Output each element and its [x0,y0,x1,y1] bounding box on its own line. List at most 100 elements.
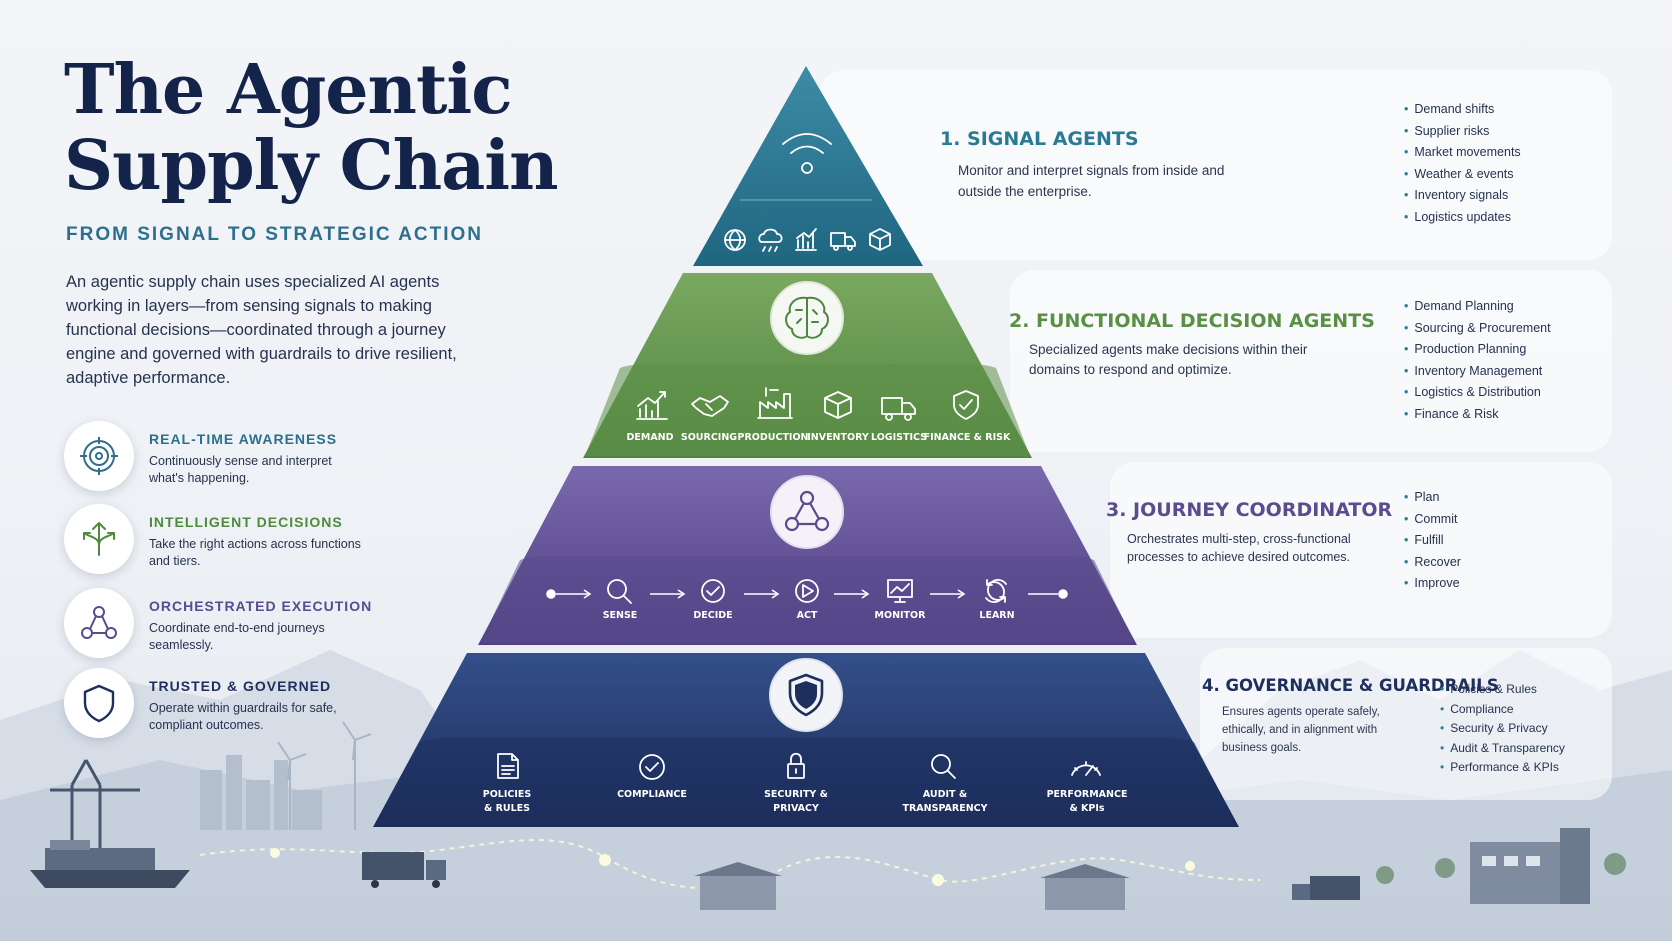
performance-gauge-icon [1071,761,1101,776]
layer-3-bullets: Plan Commit Fulfill Recover Improve [1404,487,1461,595]
feature-desc: Operate within guardrails for safe, comp… [149,701,337,732]
bullet-item: Security & Privacy [1440,719,1565,739]
layer-1-desc: Monitor and interpret signals from insid… [958,163,1225,199]
bullet-item: Demand shifts [1404,99,1521,121]
gov-label-performance-2: & KPIs [1069,803,1104,814]
feature-intelligent-decisions: INTELLIGENT DECISIONS Take the right act… [64,504,484,576]
feature-desc: Take the right actions across functions … [149,537,361,568]
bullet-item: Plan [1404,487,1461,509]
page-title: The Agentic Supply Chain [64,50,559,206]
layer-governance-guardrails: POLICIES & RULES COMPLIANCE SECURITY & P… [373,653,1239,827]
bullet-item: Supplier risks [1404,121,1521,143]
step-label-learn: LEARN [979,610,1014,621]
bullet-item: Weather & events [1404,164,1521,186]
bullet-item: Logistics & Distribution [1404,382,1551,404]
layer-3-desc: Orchestrates multi-step, cross-functiona… [1127,532,1351,564]
icon-label-production: PRODUCTION [738,432,809,443]
city-skyline [200,755,322,830]
security-lock-icon [787,752,805,779]
icon-label-logistics: LOGISTICS [871,432,927,443]
bullet-item: Audit & Transparency [1440,739,1565,759]
layer-1-bullets: Demand shifts Supplier risks Market move… [1404,99,1521,229]
monitor-icon [887,579,913,603]
handshake-icon [691,395,729,417]
bullet-item: Fulfill [1404,530,1461,552]
network-node-icon [770,475,844,549]
truck-icon [830,232,856,251]
bullet-item: Market movements [1404,142,1520,164]
trees [1376,853,1626,884]
gov-label-performance-1: PERFORMANCE [1047,789,1128,800]
branch-arrows-icon [64,504,134,574]
gov-label-audit-2: TRANSPARENCY [903,803,988,814]
target-icon [64,421,134,491]
title-line-2: Supply Chain [64,126,559,206]
layer-4-bullets: Policies & Rules Compliance Security & P… [1440,680,1565,778]
chart-icon [795,228,817,251]
gov-label-policies-2: & RULES [484,803,530,814]
layer-signal-agents [693,66,923,266]
bullet-item: Improve [1404,573,1461,595]
journey-card [1110,462,1612,638]
policies-document-icon [497,753,519,779]
bullet-item: Production Planning [1404,339,1551,361]
step-label-monitor: MONITOR [875,610,927,621]
network-icon [64,588,134,658]
feature-desc: Continuously sense and interpret what's … [149,454,332,485]
layer-1-heading: 1. SIGNAL AGENTS [940,128,1139,150]
box-icon [869,228,891,251]
feature-title: ORCHESTRATED EXECUTION [149,598,373,614]
intro-paragraph: An agentic supply chain uses specialized… [66,273,457,387]
bullet-item: Logistics updates [1404,207,1521,229]
feature-title: REAL-TIME AWARENESS [149,431,338,447]
step-label-decide: DECIDE [693,610,732,621]
truck-right [1292,876,1360,900]
icon-label-sourcing: SOURCING [681,432,737,443]
title-line-1: The Agentic [64,50,513,130]
learn-cycle-icon [985,579,1007,603]
cloud-rain-icon [758,228,783,252]
shield-icon [64,668,134,738]
gov-label-security-2: PRIVACY [773,803,819,814]
feature-trusted-governed: TRUSTED & GOVERNED Operate within guardr… [64,668,484,740]
wind-turbines [277,721,372,830]
bullet-item: Compliance [1440,700,1565,720]
layer-2-desc: Specialized agents make decisions within… [1029,342,1308,377]
bullet-item: Inventory Management [1404,361,1551,383]
bullet-item: Demand Planning [1404,296,1551,318]
flow-arrows [546,589,1068,599]
layer-journey-coordinator: SENSE DECIDE ACT MONITOR LEARN [478,466,1137,645]
bullet-item: Sourcing & Procurement [1404,318,1550,340]
warehouse-center [694,862,782,910]
bullet-item: Policies & Rules [1440,680,1565,700]
gov-label-audit-1: AUDIT & [923,789,967,800]
truck-left [362,852,446,888]
wifi-icon [782,133,832,174]
compliance-check-icon [639,754,665,780]
icon-label-demand: DEMAND [626,432,673,443]
gov-label-compliance: COMPLIANCE [617,789,687,800]
globe-icon [724,229,746,251]
bullet-item: Recover [1404,552,1461,574]
subtitle: FROM SIGNAL TO STRATEGIC ACTION [66,224,484,245]
finance-shield-icon [953,390,979,420]
port-crane [50,759,140,850]
bullet-item: Finance & Risk [1404,404,1551,426]
governance-shield-icon [769,658,843,732]
gov-label-policies-1: POLICIES [483,789,532,800]
route-lights [270,848,1195,886]
step-label-act: ACT [797,610,818,621]
decide-check-icon [701,579,725,603]
icon-label-finance-risk: FINANCE & RISK [924,432,1011,443]
factory-right [1470,828,1590,904]
cargo-ship [30,840,190,888]
layer-functional-decision-agents: DEMAND SOURCING PRODUCTION INVENTORY LOG… [583,273,1032,458]
factory-icon [757,387,793,419]
layer-4-desc: Ensures agents operate safely, ethically… [1222,706,1380,754]
demand-icon [636,391,668,420]
layer-4-heading: 4. GOVERNANCE & GUARDRAILS [1202,676,1499,695]
audit-search-icon [931,754,956,779]
feature-real-time-awareness: REAL-TIME AWARENESS Continuously sense a… [64,421,484,493]
feature-title: TRUSTED & GOVERNED [149,678,332,694]
